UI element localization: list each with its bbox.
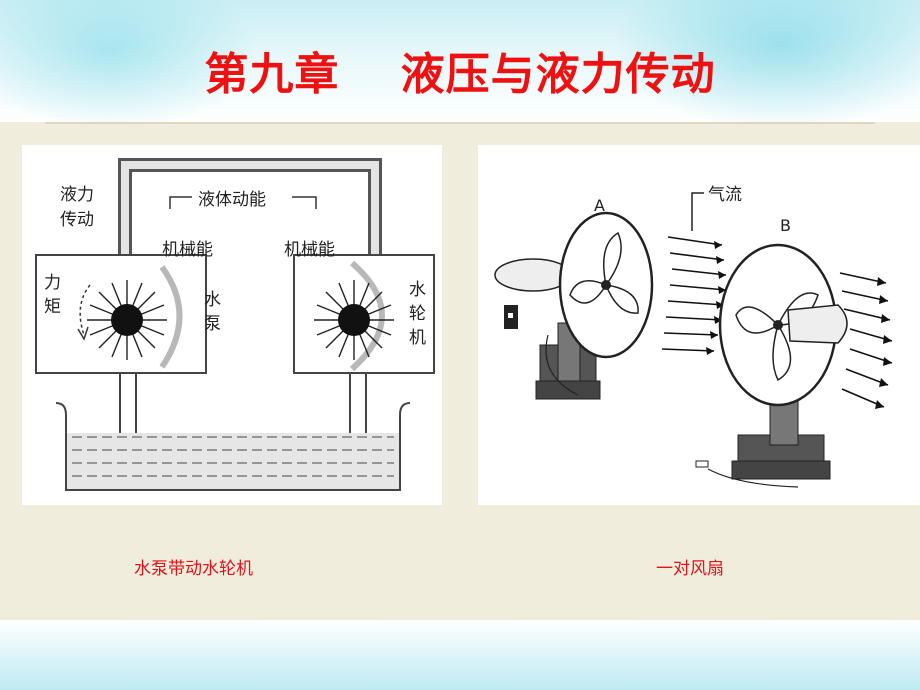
reservoir-tank bbox=[55, 402, 411, 491]
torque-arrow bbox=[79, 284, 91, 336]
label-torque-1: 力 bbox=[44, 273, 61, 293]
label-torque-2: 矩 bbox=[44, 297, 61, 317]
turbine-hub bbox=[338, 304, 370, 336]
pump-turbine-diagram: 液力 传动 液体动能 机械能 机械能 力 矩 水 泵 水 轮 机 bbox=[22, 145, 442, 505]
label-turbine-3: 机 bbox=[409, 328, 426, 348]
label-mechanical-energy-right: 机械能 bbox=[284, 240, 335, 260]
reservoir-water bbox=[67, 433, 399, 489]
label-fan-b: B bbox=[780, 216, 791, 235]
label-turbine-2: 轮 bbox=[409, 304, 426, 324]
caption-pump-turbine: 水泵带动水轮机 bbox=[134, 559, 253, 579]
label-transmission-1: 液力 bbox=[60, 185, 94, 205]
label-fluid-energy: 液体动能 bbox=[198, 190, 266, 210]
fan-b bbox=[695, 243, 848, 488]
label-pump-1: 水 bbox=[204, 290, 221, 310]
caption-fan-pair: 一对风扇 bbox=[656, 559, 724, 579]
label-fan-a: A bbox=[594, 196, 605, 215]
label-pump-2: 泵 bbox=[204, 314, 221, 334]
label-mechanical-energy-left: 机械能 bbox=[162, 240, 213, 260]
fan-pair-illustration: 气流 A B bbox=[494, 185, 893, 488]
pump-hub bbox=[111, 304, 143, 336]
top-decor-band bbox=[0, 0, 920, 130]
label-transmission-2: 传动 bbox=[60, 210, 94, 230]
slide-title: 第九章 液压与液力传动 bbox=[204, 49, 716, 100]
label-turbine-1: 水 bbox=[409, 280, 426, 300]
bottom-decor-band bbox=[0, 620, 920, 690]
label-airflow: 气流 bbox=[708, 185, 742, 205]
fan-a bbox=[494, 211, 654, 400]
airflow-arrows-a bbox=[661, 236, 727, 352]
pump-turbine-illustration: 液力 传动 液体动能 机械能 机械能 力 矩 水 泵 水 轮 机 bbox=[35, 158, 435, 491]
fan-pair-diagram: 气流 A B bbox=[478, 145, 920, 505]
